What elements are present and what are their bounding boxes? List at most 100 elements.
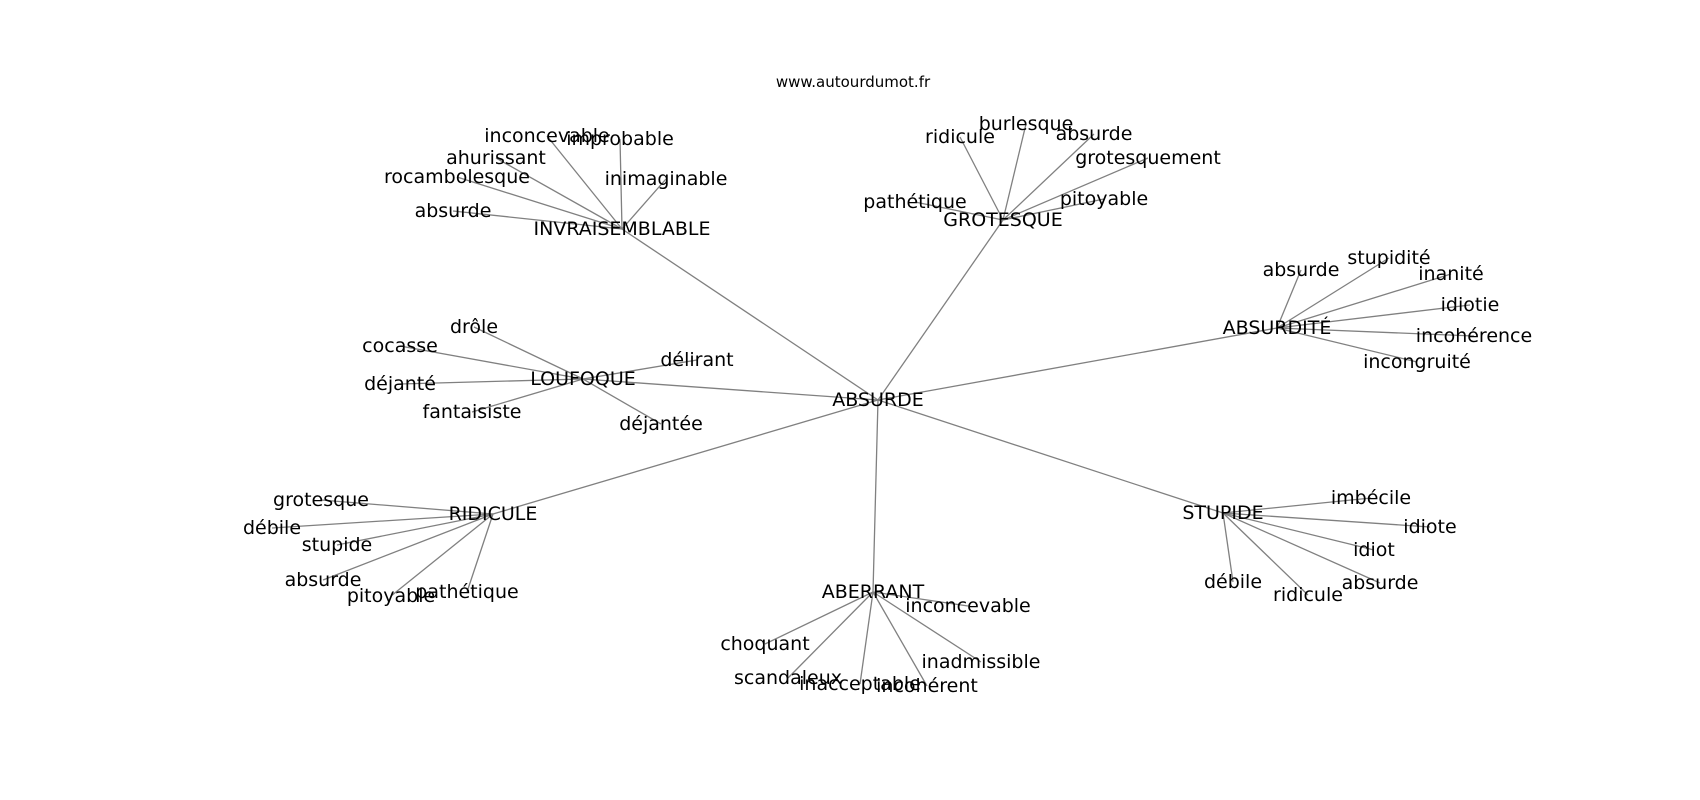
leaf-node-label[interactable]: débile (243, 517, 301, 539)
hub-leaf-edge (471, 378, 584, 413)
hub-leaf-edge (764, 591, 874, 645)
center-hub-edge (621, 228, 879, 401)
leaf-node-label[interactable]: choquant (720, 633, 809, 655)
hub-leaf-edge (1222, 512, 1309, 596)
hub-leaf-edge (872, 591, 982, 663)
hub-leaf-edge (619, 138, 623, 230)
leaf-node-label[interactable]: imbécile (1331, 487, 1411, 509)
hub-leaf-edge (1276, 327, 1475, 337)
center-hub-edge (877, 219, 1004, 401)
leaf-node-label[interactable]: inacceptable (799, 673, 921, 695)
leaf-node-label[interactable]: inconcevable (484, 125, 610, 147)
leaf-node-label[interactable]: fantaisiste (423, 401, 522, 423)
hub-leaf-edge (872, 591, 969, 607)
leaf-node-label[interactable]: déjantée (619, 413, 703, 435)
hub-leaf-edge (1276, 273, 1452, 329)
hub-leaf-edge (1222, 497, 1372, 514)
leaf-node-label[interactable]: cocasse (362, 335, 438, 357)
center-hub-edge (872, 399, 879, 593)
hub-leaf-edge (1002, 123, 1027, 221)
hub-leaf-edge (320, 499, 494, 515)
hub-leaf-edge (1276, 327, 1418, 363)
leaf-node-label[interactable]: burlesque (979, 113, 1074, 135)
hub-leaf-edge (1002, 133, 1095, 221)
hub-leaf-edge (456, 176, 623, 230)
hub-leaf-edge (495, 157, 623, 230)
hub-leaf-edge (1276, 257, 1390, 329)
hub-node-label[interactable]: STUPIDE (1182, 502, 1263, 524)
leaf-node-label[interactable]: drôle (450, 316, 498, 338)
hub-leaf-edge (1002, 157, 1149, 221)
hub-leaf-edge (1222, 512, 1431, 528)
leaf-node-label[interactable]: grotesque (273, 489, 369, 511)
leaf-node-label[interactable]: improbable (566, 128, 674, 150)
leaf-node-label[interactable]: idiot (1353, 539, 1395, 561)
leaf-node-label[interactable]: inconcevable (905, 595, 1031, 617)
leaf-node-label[interactable]: stupidité (1347, 247, 1430, 269)
hub-leaf-edge (621, 178, 667, 230)
hub-leaf-edge (399, 345, 584, 380)
hub-leaf-edge (1276, 269, 1302, 329)
center-hub-edge (877, 399, 1224, 514)
center-node-label[interactable]: ABSURDE (832, 389, 924, 411)
hub-leaf-edge (1222, 512, 1381, 584)
hub-leaf-edge (452, 210, 623, 230)
hub-leaf-edge (959, 136, 1004, 221)
leaf-node-label[interactable]: pathétique (415, 581, 518, 603)
leaf-node-label[interactable]: pitoyable (1060, 188, 1148, 210)
site-url-label: www.autourdumot.fr (776, 73, 931, 91)
labels-layer: ABSURDEINVRAISEMBLABLEinconcevableimprob… (243, 113, 1532, 697)
hub-node-label[interactable]: RIDICULE (449, 503, 538, 525)
hub-leaf-edge (466, 513, 494, 593)
leaf-node-label[interactable]: absurde (285, 569, 362, 591)
leaf-node-label[interactable]: absurde (1263, 259, 1340, 281)
hub-leaf-edge (1276, 304, 1471, 329)
hub-leaf-edge (390, 513, 494, 597)
center-hub-edge (877, 327, 1278, 401)
leaf-node-label[interactable]: ridicule (925, 126, 995, 148)
leaf-node-label[interactable]: inimaginable (605, 168, 728, 190)
hub-node-label[interactable]: ABSURDITÉ (1223, 316, 1332, 339)
leaf-node-label[interactable]: scandaleux (734, 667, 842, 689)
leaf-node-label[interactable]: absurde (1056, 123, 1133, 145)
leaf-node-label[interactable]: inadmissible (922, 651, 1041, 673)
leaf-node-label[interactable]: idiote (1403, 516, 1456, 538)
leaf-node-label[interactable]: débile (1204, 571, 1262, 593)
leaf-node-label[interactable]: absurde (415, 200, 492, 222)
hub-leaf-edge (473, 326, 584, 380)
hub-leaf-edge (859, 591, 874, 685)
hub-leaf-edge (1222, 512, 1375, 551)
leaf-node-label[interactable]: rocambolesque (384, 166, 530, 188)
hub-leaf-edge (271, 513, 494, 529)
leaf-node-label[interactable]: pitoyable (347, 585, 435, 607)
hub-leaf-edge (914, 201, 1004, 221)
edges-layer (271, 123, 1475, 687)
hub-node-label[interactable]: GROTESQUE (943, 209, 1062, 231)
leaf-node-label[interactable]: inanité (1418, 263, 1483, 285)
leaf-node-label[interactable]: délirant (660, 349, 733, 371)
leaf-node-label[interactable]: idiotie (1441, 294, 1500, 316)
hub-node-label[interactable]: LOUFOQUE (530, 368, 636, 390)
leaf-node-label[interactable]: incohérence (1416, 325, 1532, 347)
hub-node-label[interactable]: ABERRANT (822, 581, 925, 603)
leaf-node-label[interactable]: grotesquement (1075, 147, 1221, 169)
hub-leaf-edge (872, 591, 928, 687)
leaf-node-label[interactable]: déjanté (364, 373, 436, 395)
hub-leaf-edge (582, 378, 662, 425)
leaf-node-label[interactable]: pathétique (863, 191, 966, 213)
hub-leaf-edge (1002, 198, 1105, 221)
leaf-node-label[interactable]: absurde (1342, 572, 1419, 594)
hub-leaf-edge (1222, 512, 1234, 583)
hub-node-label[interactable]: INVRAISEMBLABLE (534, 218, 711, 240)
hub-leaf-edge (336, 513, 494, 546)
center-hub-edge (582, 378, 879, 401)
leaf-node-label[interactable]: stupide (302, 534, 372, 556)
leaf-node-label[interactable]: ridicule (1273, 584, 1343, 606)
leaf-node-label[interactable]: incongruité (1363, 351, 1471, 373)
leaf-node-label[interactable]: ahurissant (446, 147, 546, 169)
hub-leaf-edge (546, 135, 623, 230)
center-hub-edge (492, 399, 879, 515)
hub-leaf-edge (582, 359, 698, 380)
leaf-node-label[interactable]: incohérent (876, 675, 978, 697)
